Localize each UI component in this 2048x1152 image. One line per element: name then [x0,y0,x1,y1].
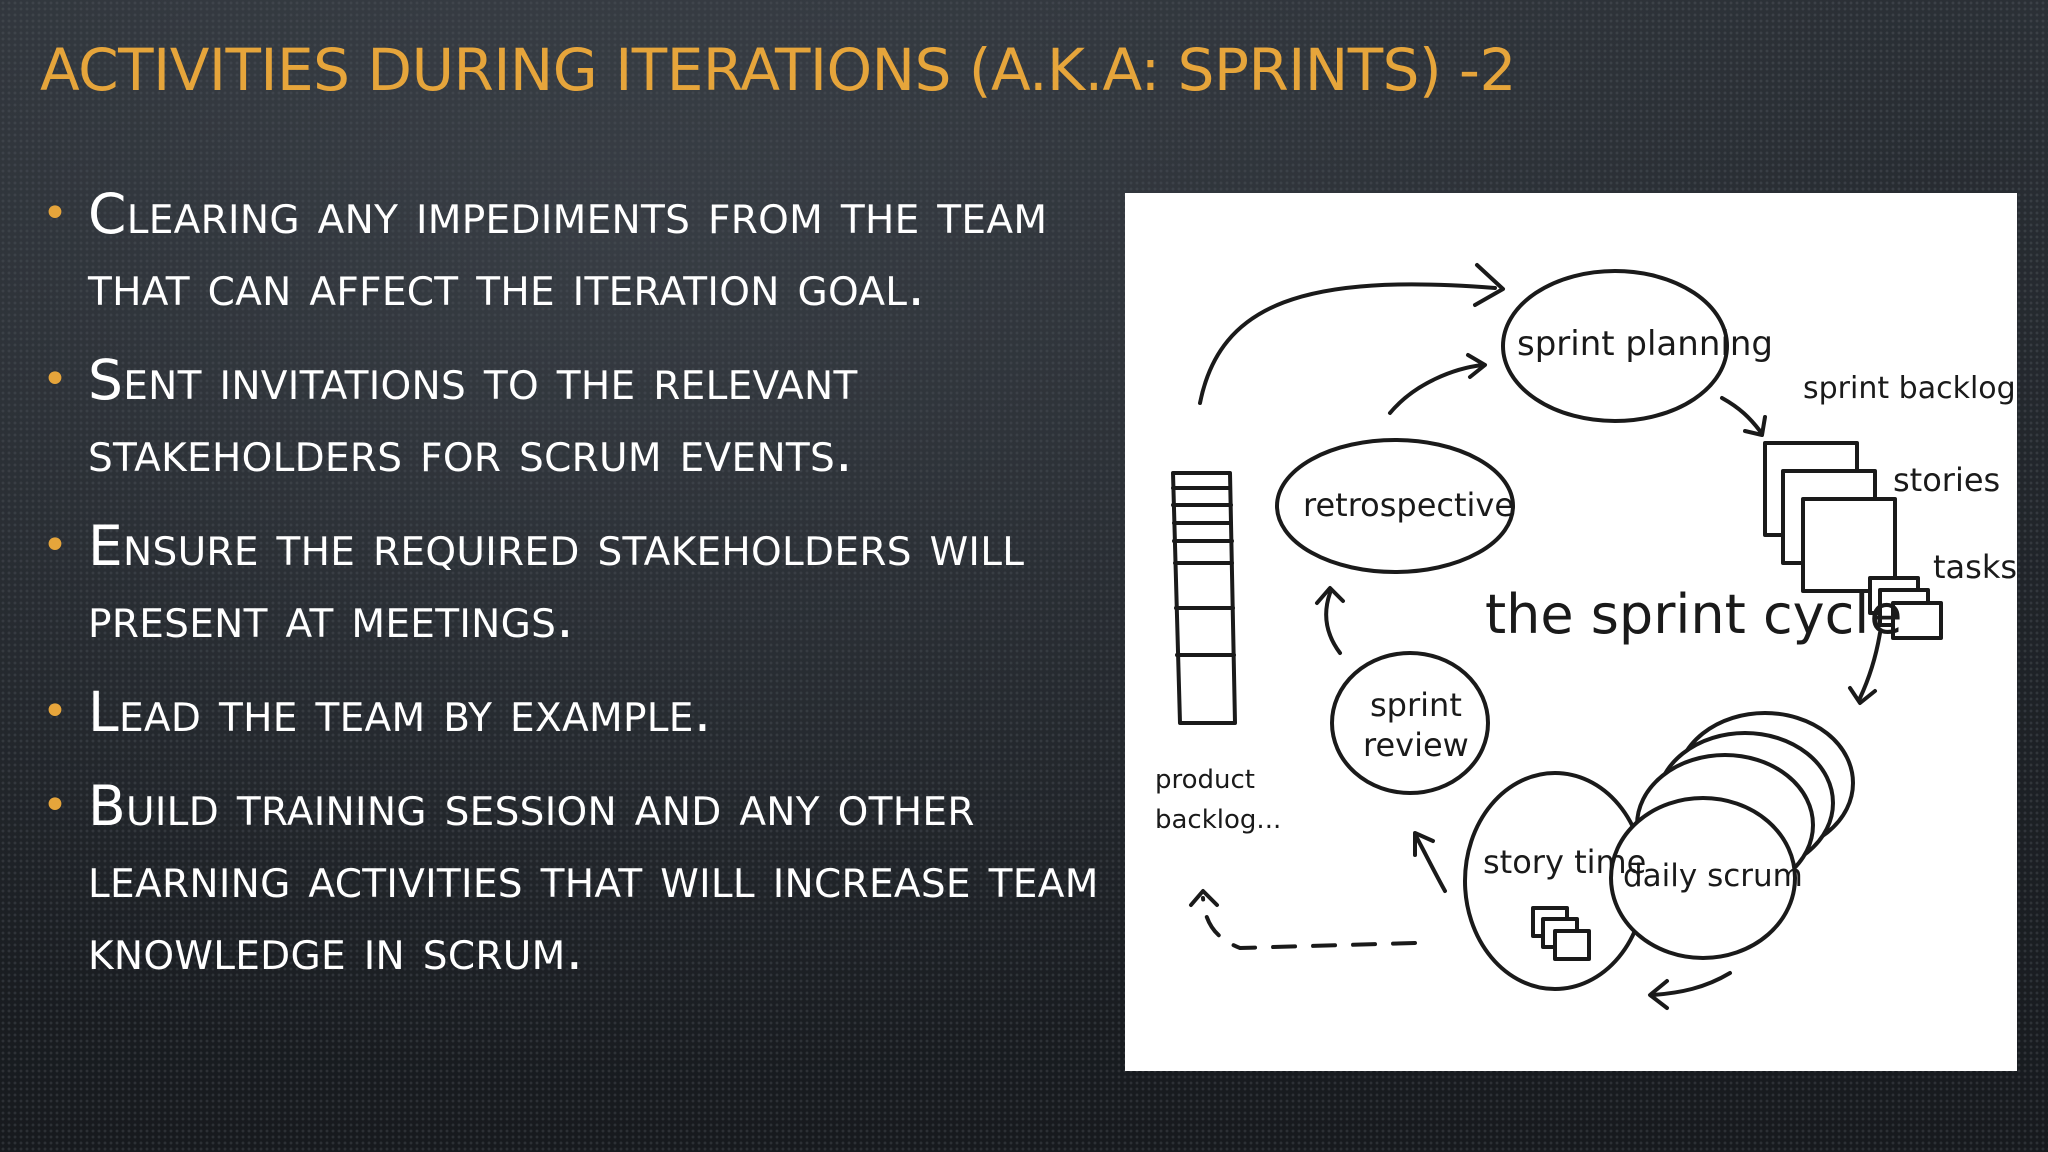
bullet-list: • Clearing any impediments from the team… [40,178,1100,1008]
dashed-return-arrow-head [1189,889,1219,907]
sprint-planning-label: sprint planning [1517,324,1773,364]
task-card [1891,601,1943,640]
tasks-label: tasks [1933,548,2017,586]
backlog-arrow [1720,396,1762,433]
bullet-dot-icon: • [42,188,69,239]
stories-label: stories [1893,461,2000,499]
bullet-text: Build training session and any other lea… [88,774,1099,982]
sprint-review-label-line2: review [1363,726,1469,764]
tasks-to-daily-arrow [1858,631,1882,700]
sprint-planning-ellipse [1501,269,1729,423]
retro-to-planning-arrow-head [1466,353,1487,379]
sprint-cycle-svg: the sprint cycle sprint planning sprint … [1155,263,2017,1010]
bullet-dot-icon: • [42,686,69,737]
slide-title: Activities during iterations (a.k.a: Spr… [40,36,1516,104]
bullet-item: • Clearing any impediments from the team… [40,178,1100,322]
sprint-cycle-title: the sprint cycle [1485,583,1903,646]
product-backlog-label-line1: product [1155,765,1255,795]
daily-scrum-ellipse [1609,796,1797,960]
retrospective-label: retrospective [1303,486,1514,524]
review-to-retro-arrow-head [1315,586,1345,605]
product-backlog-stack [1171,471,1237,725]
review-to-retro-arrow [1324,591,1342,655]
daily-to-storytime-arrow-head [1648,979,1669,1010]
bullet-dot-icon: • [42,520,69,571]
story-time-label: story time [1483,843,1646,881]
product-backlog-label-line2: backlog... [1155,805,1281,835]
bullet-item: • Ensure the required stakeholders will … [40,510,1100,654]
dashed-return-arrow [1201,896,1417,950]
storytime-to-review-arrow-head [1413,831,1435,857]
top-arrow-head [1473,263,1505,307]
sprint-review-ellipse [1330,651,1490,795]
bullet-item: • Lead the team by example. [40,676,1100,748]
retrospective-ellipse [1275,438,1515,574]
daily-to-storytime-arrow [1651,971,1732,997]
retro-to-planning-arrow [1388,363,1485,415]
storytime-card [1553,929,1591,961]
bullet-text: Ensure the required stakeholders will pr… [88,514,1025,650]
bullet-item: • Sent invitations to the relevant stake… [40,344,1100,488]
bullet-text: Clearing any impediments from the team t… [88,182,1048,318]
story-card [1801,497,1897,593]
bullet-dot-icon: • [42,354,69,405]
bullet-item: • Build training session and any other l… [40,770,1100,986]
sprint-review-label-line1: sprint [1370,686,1462,724]
sprint-cycle-diagram: the sprint cycle sprint planning sprint … [1125,193,2017,1071]
storytime-to-review-arrow [1415,836,1447,893]
tasks-to-daily-arrow-head [1848,686,1877,705]
bullet-dot-icon: • [42,780,69,831]
backlog-arrow-head [1743,415,1767,437]
daily-scrum-label: daily scrum [1623,858,1803,894]
sprint-backlog-label: sprint backlog [1803,371,2016,406]
bullet-text: Sent invitations to the relevant stakeho… [88,348,858,484]
top-arrow [1198,282,1497,405]
bullet-text: Lead the team by example. [88,680,712,744]
